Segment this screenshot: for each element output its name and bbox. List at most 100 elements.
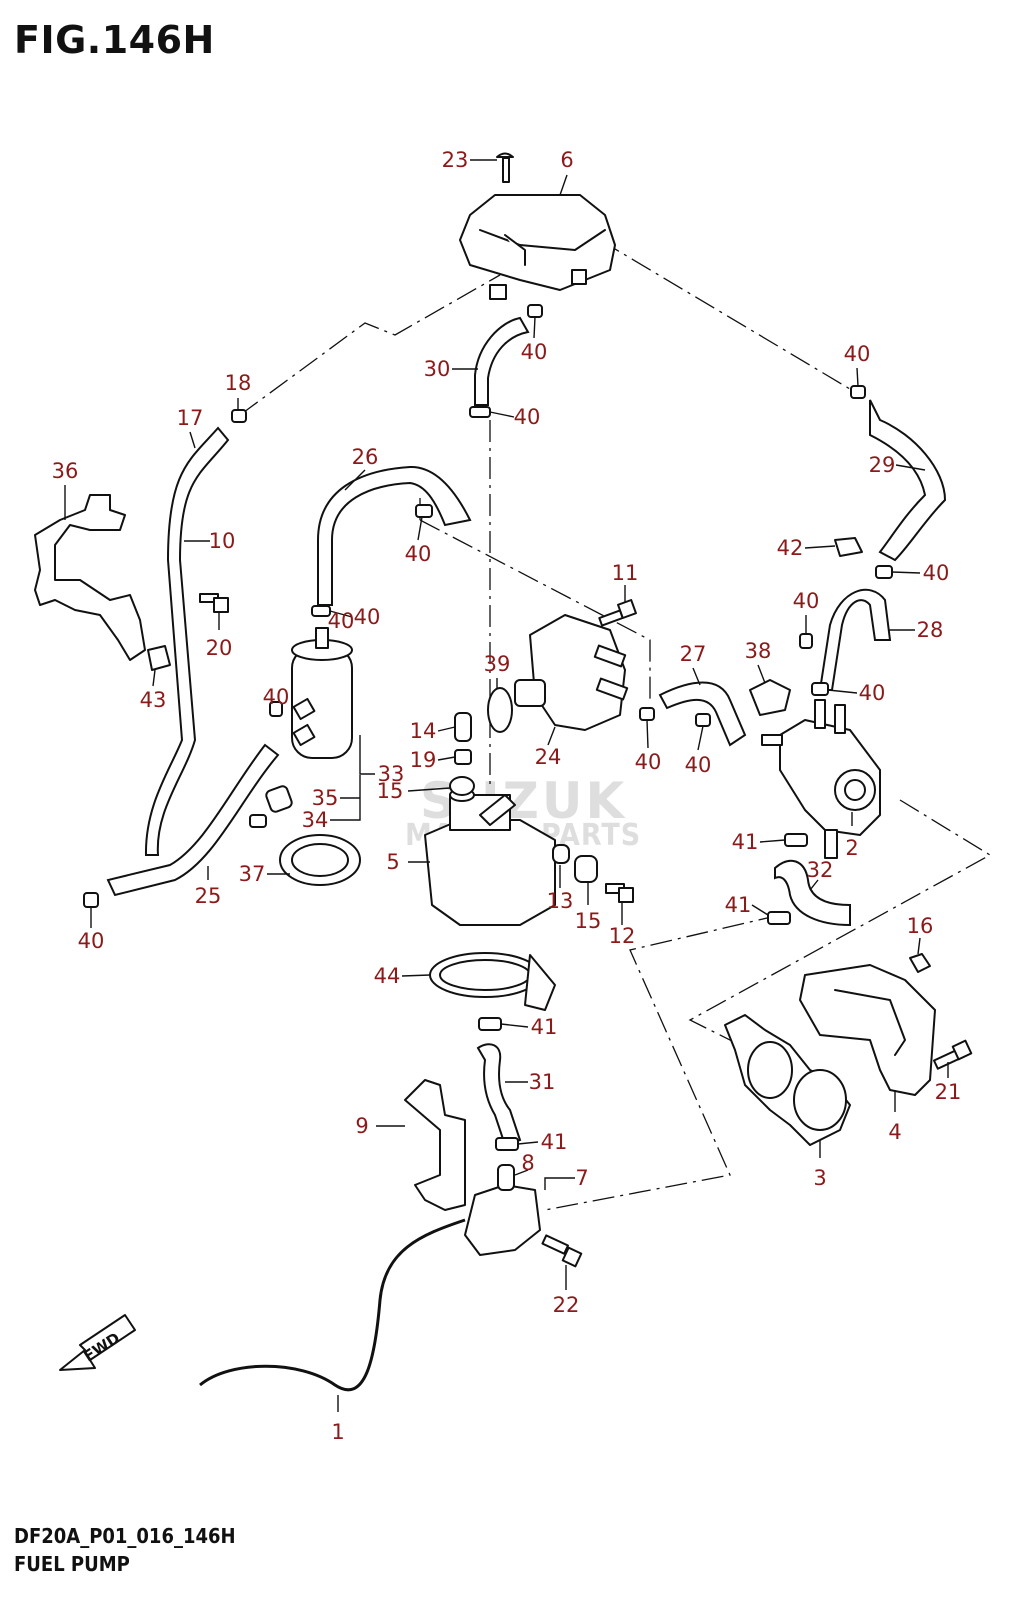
callout-label-39: 39 <box>484 652 511 676</box>
callout-label-40: 40 <box>844 342 871 366</box>
figure-caption: FUEL PUMP <box>14 1552 130 1576</box>
leader-line <box>437 726 456 732</box>
callout-label-41: 41 <box>541 1130 568 1154</box>
callout-label-20: 20 <box>206 636 233 660</box>
callout-label-40: 40 <box>328 609 355 633</box>
callout-label-41: 41 <box>725 893 752 917</box>
leader-line <box>757 664 766 684</box>
part-24-pump <box>514 614 629 731</box>
callout-label-35: 35 <box>312 786 339 810</box>
callout-label-18: 18 <box>225 371 252 395</box>
callout-label-7: 7 <box>575 1166 588 1190</box>
callout-label-8: 8 <box>521 1151 534 1175</box>
callout-label-40: 40 <box>793 589 820 613</box>
leader-line <box>533 316 536 339</box>
part-35-fitting <box>265 785 293 813</box>
callout-label-15: 15 <box>377 779 404 803</box>
callout-label-40: 40 <box>521 340 548 364</box>
callout-label-36: 36 <box>52 459 79 483</box>
leader-line <box>514 1169 529 1176</box>
callout-label-40: 40 <box>635 750 662 774</box>
part-15-seal <box>449 776 475 796</box>
part-22-bolt <box>541 1234 583 1268</box>
callout-label-24: 24 <box>535 745 562 769</box>
part-32-hose <box>774 859 851 927</box>
callout-label-40: 40 <box>405 542 432 566</box>
leader-line <box>697 725 704 751</box>
callout-label-40: 40 <box>859 681 886 705</box>
part-13-grommet <box>552 844 570 864</box>
leader-line <box>856 367 859 387</box>
callout-label-44: 44 <box>374 964 401 988</box>
figure-code: DF20A_P01_016_146H <box>14 1524 236 1548</box>
part-25-hose <box>106 743 280 897</box>
leader-line <box>359 735 375 775</box>
callout-label-19: 19 <box>410 748 437 772</box>
callout-label-40: 40 <box>78 929 105 953</box>
leader-line <box>329 610 353 618</box>
part-11-bolt <box>598 599 637 627</box>
callout-label-40: 40 <box>685 753 712 777</box>
callout-label-21: 21 <box>935 1080 962 1104</box>
callout-label-10: 10 <box>209 529 236 553</box>
part-27-hose <box>658 681 747 747</box>
part-38-clip <box>749 679 791 716</box>
part-42-clip <box>834 537 863 557</box>
callout-label-37: 37 <box>239 862 266 886</box>
callout-label-40: 40 <box>514 405 541 429</box>
part-9-bracket <box>404 1079 466 1211</box>
callout-label-31: 31 <box>529 1070 556 1094</box>
part-39-o-ring <box>487 687 513 733</box>
leader-line <box>759 839 786 843</box>
hose-clamps <box>83 304 893 1151</box>
part-44-heat-ring <box>429 952 556 1011</box>
part-19-clip <box>454 749 472 765</box>
part-26-hose <box>317 465 472 606</box>
callout-label-27: 27 <box>680 642 707 666</box>
leader-line <box>437 756 456 761</box>
callout-labels: 1234567891011121315151617181920212223242… <box>52 148 962 1444</box>
callout-label-33: 33 <box>378 762 405 786</box>
callout-label-41: 41 <box>732 830 759 854</box>
part-14-fitting <box>454 712 472 742</box>
part-37-ring <box>279 834 361 886</box>
callout-label-40: 40 <box>263 685 290 709</box>
part-1-fuel-line <box>199 1218 466 1392</box>
fwd-arrow-badge: FWD <box>59 1314 136 1371</box>
part-20-bolt <box>199 593 229 613</box>
callout-label-11: 11 <box>612 561 639 585</box>
part-7-filter-housing <box>464 1164 541 1256</box>
part-12-bolt <box>605 883 634 903</box>
part-29-hose <box>869 399 947 562</box>
leader-line <box>751 904 769 916</box>
leader-line <box>401 974 431 977</box>
part-15-grommet <box>574 855 598 883</box>
callout-label-15: 15 <box>575 909 602 933</box>
part-21-bolt <box>933 1039 973 1070</box>
callout-label-38: 38 <box>745 639 772 663</box>
part-10-hose <box>144 426 230 856</box>
callout-label-6: 6 <box>560 148 573 172</box>
part-30-hose <box>474 316 530 406</box>
callout-label-43: 43 <box>140 688 167 712</box>
callout-label-12: 12 <box>609 924 636 948</box>
part-28-hose <box>818 588 892 691</box>
leader-line <box>407 787 451 792</box>
leader-line <box>500 1023 529 1028</box>
callout-label-3: 3 <box>813 1166 826 1190</box>
leader-line <box>891 571 921 574</box>
callout-label-13: 13 <box>547 889 574 913</box>
part-2-vapor-separator <box>761 699 881 859</box>
part-4-bracket <box>799 964 936 1096</box>
callout-label-22: 22 <box>553 1293 580 1317</box>
part-3-intake-joint <box>724 1014 851 1146</box>
callout-label-2: 2 <box>845 836 858 860</box>
figure-title: FIG.146H <box>14 18 215 62</box>
callout-label-34: 34 <box>302 808 329 832</box>
part-33-fuel-filter <box>291 627 353 759</box>
leader-line <box>517 1141 539 1145</box>
callout-label-23: 23 <box>442 148 469 172</box>
part-16-bolt <box>909 953 931 973</box>
leader-line <box>344 469 366 491</box>
callout-label-1: 1 <box>331 1420 344 1444</box>
